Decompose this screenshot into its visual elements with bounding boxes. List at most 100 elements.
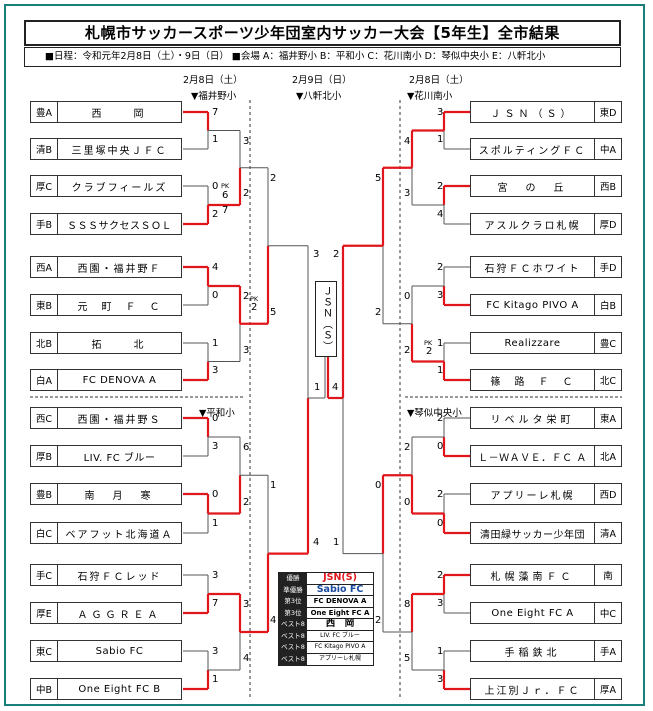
- team-code: 西B: [594, 176, 621, 196]
- results-row: ベスト8 FC Kitago PIVO A: [279, 642, 373, 654]
- team-name: 札幌藻南ＦＣ: [490, 571, 575, 583]
- team-code: 北A: [594, 446, 621, 466]
- score-label: 4: [332, 382, 339, 393]
- team-name: クラブフィールズ: [71, 182, 168, 194]
- results-row: 第3位 FC DENOVA A: [279, 596, 373, 608]
- team-code: 清A: [594, 523, 621, 543]
- score-label: 3: [212, 441, 219, 452]
- team-code: 厚D: [594, 214, 621, 234]
- team-code: 豊C: [594, 333, 621, 353]
- team-name: Ｌ－ＷＡＶＥ．ＦＣ Ａ: [478, 452, 587, 464]
- team-name: ＳＳＳサクセスＳＯＬ: [67, 220, 172, 232]
- score-label: 4: [404, 135, 411, 147]
- team-name: 清田緑サッカー少年団: [480, 529, 585, 541]
- score-label: 0: [437, 441, 444, 452]
- results-row: ベスト8 アプリーレ札幌: [279, 653, 373, 665]
- team-name: 石狩ＦＣホワイト: [484, 263, 581, 275]
- score-label: 0: [404, 496, 411, 508]
- score-label: 2: [375, 306, 382, 318]
- results-value: FC DENOVA A: [313, 597, 367, 605]
- results-label: 第3位: [279, 596, 307, 607]
- team-name: Realizzare: [504, 337, 561, 349]
- team-code: 東A: [594, 408, 621, 428]
- results-label: ベスト8: [279, 642, 307, 653]
- score-label: 7: [212, 107, 219, 118]
- team-name: ベアフット北海道Ａ: [65, 529, 174, 541]
- score-label: 0: [375, 480, 382, 492]
- team-code: 東B: [31, 295, 58, 315]
- team-name: スポルティングＦＣ: [478, 145, 587, 157]
- date-right: 2月8日（土）: [409, 75, 469, 86]
- team-name: 拓 北: [91, 339, 148, 351]
- team-name: 上江別Ｊｒ．ＦＣ: [484, 685, 581, 697]
- team-code: 手D: [594, 257, 621, 277]
- champion-name: ＪＳＮ（Ｓ）: [320, 286, 332, 352]
- score-label: 5: [270, 306, 277, 318]
- score-label: 3: [437, 290, 444, 301]
- results-value: Sabio FC: [316, 584, 364, 595]
- score-label: 2: [375, 615, 382, 626]
- score-label: 3: [243, 135, 250, 147]
- team-code: 東C: [31, 641, 58, 661]
- results-value: One Eight FC A: [310, 608, 370, 617]
- score-label: 4: [313, 537, 320, 548]
- score-label: 1: [437, 338, 444, 349]
- team-entry: 手D 石狩ＦＣホワイト: [470, 256, 622, 278]
- results-value: アプリーレ札幌: [318, 654, 361, 662]
- results-label: 第3位: [279, 607, 307, 618]
- team-code: 厚C: [31, 176, 58, 196]
- results-label: ベスト8: [279, 653, 307, 665]
- results-row: ベスト8 LIV. FC ブルー: [279, 630, 373, 642]
- score-label: 3: [243, 344, 250, 356]
- team-code: 手B: [31, 214, 58, 234]
- score-label: 3: [243, 599, 250, 610]
- score-label: 1: [270, 480, 277, 492]
- team-code: 南: [594, 565, 621, 585]
- score-label: 8: [404, 599, 411, 610]
- team-code: 東D: [594, 102, 621, 122]
- score-label: 3: [404, 188, 411, 199]
- score-label: 5: [404, 653, 411, 664]
- score-label: 2: [243, 188, 250, 199]
- score-label: 2: [243, 496, 250, 508]
- team-code: 清B: [31, 139, 58, 159]
- venue-top-left: ▼福井野小: [191, 91, 237, 102]
- team-code: 厚B: [31, 446, 58, 466]
- score-label: 4: [437, 209, 444, 220]
- venue-bottom-left: ▼平和小: [199, 408, 235, 419]
- score-label: 3: [212, 646, 219, 657]
- results-label: ベスト8: [279, 630, 307, 641]
- score-label: 1: [437, 134, 444, 145]
- score-label: 1: [212, 518, 219, 529]
- team-code: 手A: [594, 641, 621, 661]
- score-label: 2: [437, 570, 444, 581]
- results-label: 優勝: [279, 573, 307, 584]
- score-label: 0: [212, 489, 219, 500]
- score-label: 4: [212, 262, 219, 273]
- team-code: 中A: [594, 139, 621, 159]
- score-label: 7: [222, 205, 229, 216]
- team-name: 手稲鉄北: [504, 647, 561, 659]
- score-label: 0: [212, 413, 219, 424]
- team-name: 西園・福井野Ｆ: [77, 263, 162, 275]
- team-code: 西D: [594, 484, 621, 504]
- team-code: 豊A: [31, 102, 58, 122]
- score-label: 1: [212, 674, 219, 685]
- score-label: 2: [437, 489, 444, 500]
- team-name: 南 月 寒: [84, 490, 155, 502]
- results-value: FC Kitago PIVO A: [314, 643, 366, 650]
- team-entry: 豊C Realizzare: [470, 332, 622, 354]
- score-label: 0: [437, 518, 444, 529]
- score-label: 5: [375, 172, 382, 184]
- results-value: LIV. FC ブルー: [320, 631, 360, 639]
